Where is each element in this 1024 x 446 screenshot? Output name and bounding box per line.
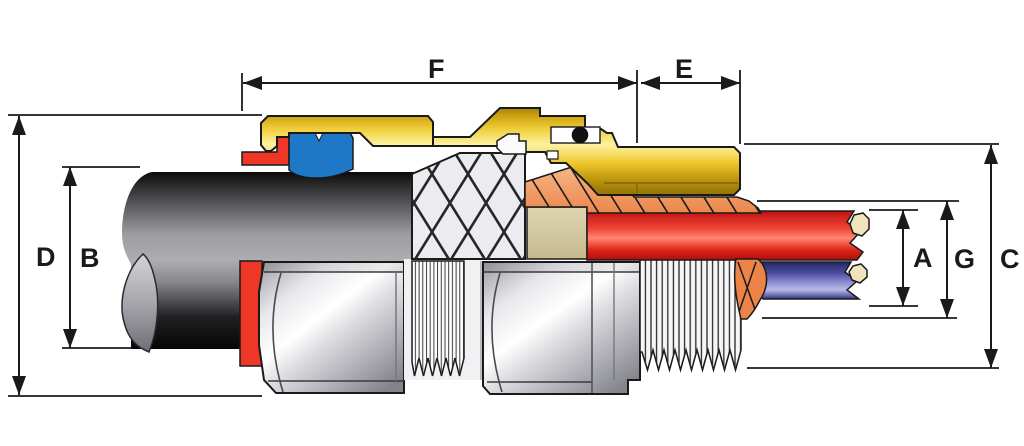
- armour-cone: [733, 258, 768, 320]
- conductor-end-red: [849, 212, 870, 237]
- hex-nut-front-body: [482, 261, 641, 395]
- gland-cap-body: [260, 115, 434, 152]
- hex-nut-rear: [258, 261, 405, 394]
- entry-thread: [639, 257, 742, 373]
- dimension-label-F: F: [428, 54, 445, 84]
- inner-liner-tan: [526, 206, 588, 260]
- middle-thread: [404, 259, 482, 380]
- cable-break-end: [121, 253, 159, 353]
- braid-lattice: [412, 153, 525, 259]
- dimension-G: G: [757, 200, 975, 319]
- dimension-D: D: [8, 114, 262, 397]
- dimension-B: B: [62, 166, 140, 349]
- armour-cone-hatch: [737, 261, 758, 316]
- clamp-ring-white: [496, 133, 527, 155]
- hex-nut-front-top-band: [483, 262, 640, 272]
- dimension-F: F: [241, 54, 638, 143]
- conductor-end-blue: [848, 263, 868, 284]
- outer-seal-body: [288, 132, 354, 179]
- entry-body-brass: [432, 107, 741, 196]
- hex-nut-front: [482, 261, 641, 395]
- body-notch: [546, 150, 559, 160]
- hex-nut-rear-body: [258, 261, 405, 394]
- dimension-A: A: [869, 209, 933, 307]
- entry-body: [432, 107, 741, 196]
- outer-seal-blue: [288, 132, 354, 179]
- dimension-label-B: B: [80, 243, 100, 273]
- armour-braid: [411, 152, 526, 260]
- hex-nut-rear-top-band: [264, 262, 404, 272]
- dimension-label-E: E: [675, 54, 693, 84]
- gland-cap-brass: [260, 115, 434, 152]
- inner-sheath-red: [586, 210, 865, 261]
- dimension-label-A: A: [913, 243, 933, 273]
- dimension-label-G: G: [954, 244, 975, 274]
- dimension-C: C: [744, 143, 1020, 369]
- dimension-label-C: C: [1000, 244, 1020, 274]
- o-ring: [571, 126, 589, 144]
- dimension-E: E: [641, 54, 741, 144]
- dimension-label-D: D: [36, 242, 56, 272]
